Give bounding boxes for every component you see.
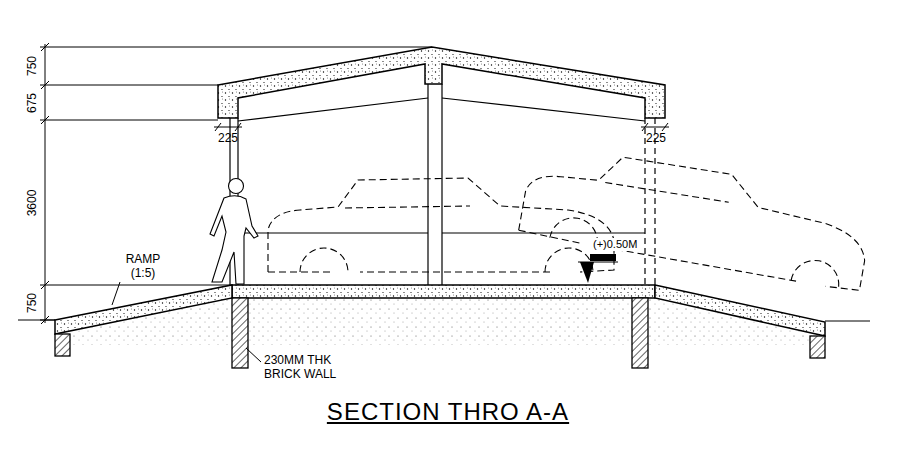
car-outline — [518, 140, 875, 293]
dimension-text: 225 — [218, 132, 238, 146]
ramp-slab — [55, 285, 232, 334]
wall-note: 230MM THK BRICK WALL — [264, 354, 360, 382]
brick-wall — [55, 298, 825, 368]
dimension-text: 3600 — [26, 190, 40, 217]
dimension-text: 750 — [26, 56, 40, 76]
person-figure — [210, 179, 258, 285]
dimension-lines — [40, 43, 669, 324]
level-marker — [578, 254, 618, 283]
car-outline — [268, 178, 614, 272]
leader-line — [112, 282, 261, 362]
frame-lines — [230, 84, 645, 285]
dimension-text: 225 — [646, 132, 666, 146]
level-text: (+)0.50M — [591, 238, 639, 251]
ramp-slab — [655, 285, 825, 336]
dimension-text: 750 — [26, 293, 40, 313]
floor-slab — [232, 285, 655, 298]
roof-slab — [218, 47, 665, 118]
dimension-text: 675 — [26, 93, 40, 113]
drawing-title: SECTION THRO A-A — [327, 398, 569, 426]
ramp-note: RAMP (1:5) — [118, 253, 168, 281]
